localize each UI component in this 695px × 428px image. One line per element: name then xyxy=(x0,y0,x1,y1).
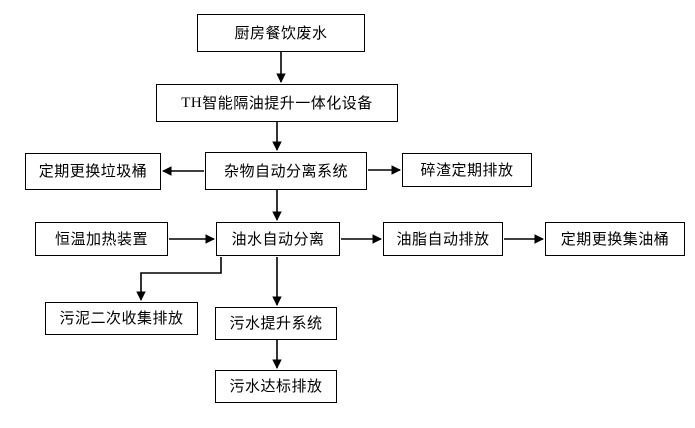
node-label: 油脂自动排放 xyxy=(396,230,490,248)
node-label: 恒温加热装置 xyxy=(54,230,148,248)
node-sewage-standard-discharge[interactable]: 污水达标排放 xyxy=(215,370,337,403)
node-grease-auto-discharge[interactable]: 油脂自动排放 xyxy=(383,222,503,256)
node-label: 碎渣定期排放 xyxy=(420,161,514,179)
node-label: 污水达标排放 xyxy=(229,378,323,395)
node-constant-temperature-heater[interactable]: 恒温加热装置 xyxy=(35,222,168,256)
node-label: 厨房餐饮废水 xyxy=(234,24,328,42)
edge-oilwater-to-sludge xyxy=(136,257,222,301)
node-th-integrated-equipment[interactable]: TH 智能隔油提升一体化设备 xyxy=(156,84,398,122)
node-label: 污水提升系统 xyxy=(229,315,323,332)
node-residue-periodic-discharge[interactable]: 碎渣定期排放 xyxy=(402,153,532,187)
node-label: 定期更换集油桶 xyxy=(560,230,670,248)
node-replace-oil-bucket[interactable]: 定期更换集油桶 xyxy=(545,222,685,256)
node-label: 杂物自动分离系统 xyxy=(223,162,348,180)
node-sludge-secondary-collection-discharge[interactable]: 污泥二次收集排放 xyxy=(45,302,198,335)
node-label: 油水自动分离 xyxy=(231,230,325,248)
node-debris-auto-separation-system[interactable]: 杂物自动分离系统 xyxy=(205,152,367,190)
node-kitchen-wastewater[interactable]: 厨房餐饮废水 xyxy=(197,14,365,52)
node-sewage-lifting-system[interactable]: 污水提升系统 xyxy=(215,307,337,340)
node-oil-water-auto-separation[interactable]: 油水自动分离 xyxy=(216,222,340,256)
node-replace-trash-bin[interactable]: 定期更换垃圾桶 xyxy=(25,153,161,190)
node-label-prefix: TH xyxy=(181,94,203,111)
node-label: 智能隔油提升一体化设备 xyxy=(202,94,373,112)
node-label: 污泥二次收集排放 xyxy=(59,310,184,327)
node-label: 定期更换垃圾桶 xyxy=(38,163,148,180)
